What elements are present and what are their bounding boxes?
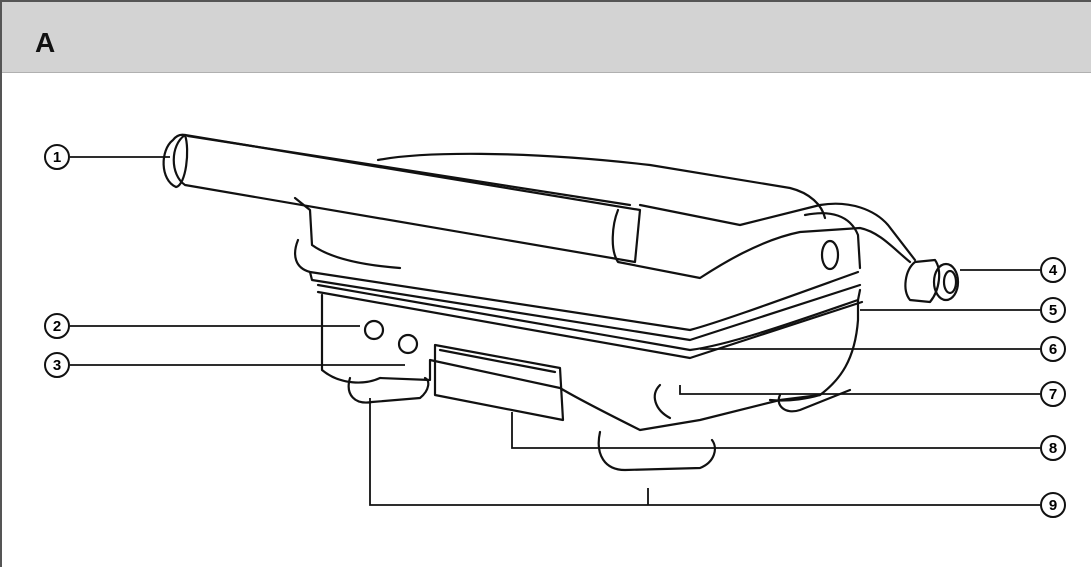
callouts: 1 2 3 4 5 6 7 8 9 bbox=[44, 144, 1066, 518]
callout-5: 5 bbox=[1040, 297, 1066, 323]
hinge-hole bbox=[820, 239, 840, 271]
callout-9: 9 bbox=[1040, 492, 1066, 518]
body-base bbox=[320, 293, 860, 432]
callout-1: 1 bbox=[44, 144, 70, 170]
callout-8: 8 bbox=[1040, 435, 1066, 461]
panel-letter: A bbox=[35, 27, 56, 58]
callout-9-label: 9 bbox=[1049, 497, 1057, 514]
callout-6-label: 6 bbox=[1049, 341, 1057, 358]
callout-2-label: 2 bbox=[53, 318, 61, 335]
callout-2: 2 bbox=[44, 313, 70, 339]
callout-8-label: 8 bbox=[1049, 440, 1057, 457]
handle-end-cap bbox=[162, 133, 189, 189]
handle-bar bbox=[172, 133, 642, 264]
side-knob-face bbox=[932, 262, 960, 302]
left-foot bbox=[347, 376, 430, 404]
control-dial-2 bbox=[397, 333, 419, 355]
callout-7: 7 bbox=[1040, 381, 1066, 407]
panel-header: A bbox=[2, 2, 1091, 73]
drip-tray bbox=[433, 343, 565, 422]
handle-top-edge bbox=[186, 134, 632, 207]
callout-7-label: 7 bbox=[1049, 386, 1057, 403]
lower-plate bbox=[316, 283, 862, 352]
hinge-bracket bbox=[803, 212, 862, 270]
callout-3: 3 bbox=[44, 352, 70, 378]
callout-4: 4 bbox=[1040, 257, 1066, 283]
callout-6: 6 bbox=[1040, 336, 1066, 362]
leader-lines bbox=[70, 156, 1040, 506]
grill-drawing bbox=[162, 133, 960, 472]
handle-arm-upper bbox=[638, 202, 917, 262]
control-dial-1 bbox=[363, 319, 385, 341]
lid-top bbox=[376, 152, 827, 220]
upper-plate bbox=[294, 238, 860, 332]
callout-5-label: 5 bbox=[1049, 302, 1057, 319]
lid-side bbox=[293, 196, 402, 270]
handle-arm bbox=[611, 208, 912, 280]
right-foot bbox=[777, 388, 852, 413]
callout-4-label: 4 bbox=[1049, 262, 1058, 279]
callout-3-label: 3 bbox=[53, 357, 61, 374]
front-foot bbox=[597, 430, 716, 472]
callout-1-label: 1 bbox=[53, 149, 61, 166]
